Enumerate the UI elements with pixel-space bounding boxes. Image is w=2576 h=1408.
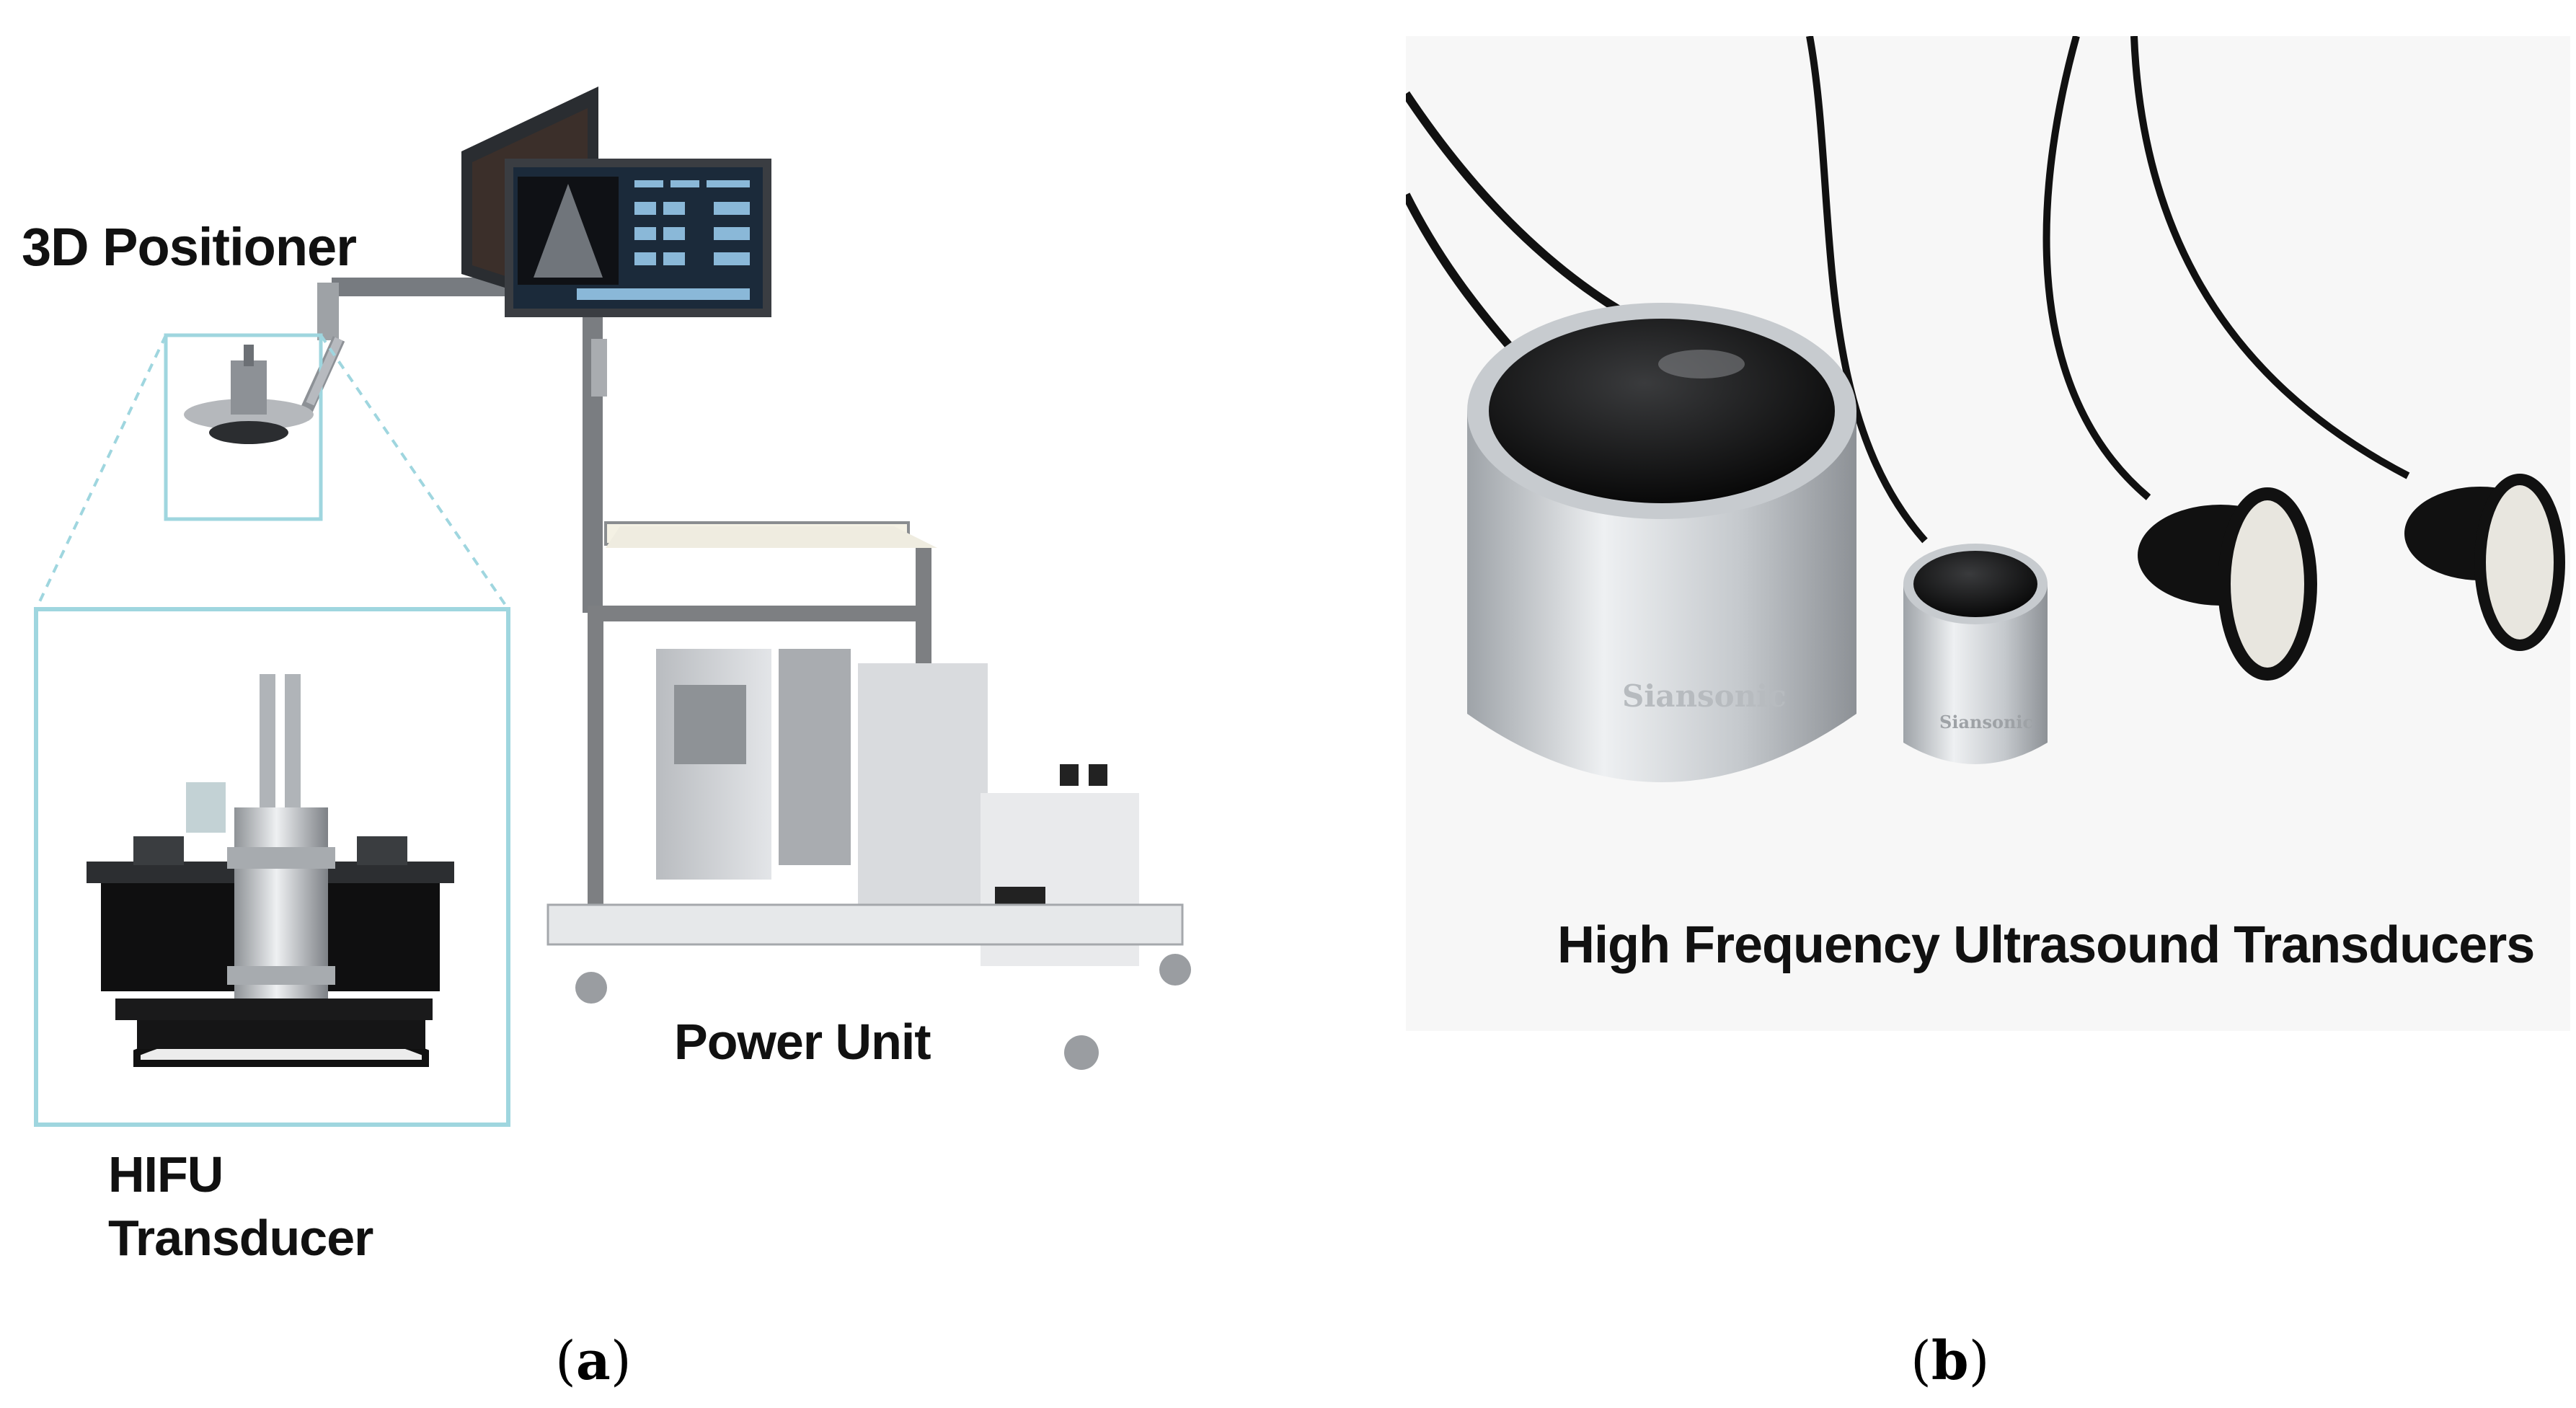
caption-b: (b) xyxy=(1911,1330,1990,1392)
transducer-large: Siansonic xyxy=(1467,303,1856,782)
callout-small-frame xyxy=(164,333,323,521)
transducer-small: Siansonic xyxy=(1903,544,2048,764)
cable-medium-2 xyxy=(2130,36,2410,479)
caption-b-close: ) xyxy=(1968,1330,1990,1392)
caption-b-open: ( xyxy=(1911,1330,1931,1392)
panel-a-hifu-system: 3D Positioner Power Unit HIFU Transducer xyxy=(0,0,1233,1319)
transducer-black-1 xyxy=(2138,487,2317,681)
brand-large: Siansonic xyxy=(1622,678,1787,714)
panel-b-hf-transducers: Siansonic Siansonic High Frequency Ultra… xyxy=(1406,36,2570,1031)
caption-a-letter: a xyxy=(575,1330,611,1392)
caption-a-close: ) xyxy=(610,1330,632,1392)
caption-a: (a) xyxy=(555,1330,632,1392)
power-unit-cart xyxy=(546,521,1191,1070)
label-hifu-line1: HIFU xyxy=(108,1146,223,1203)
label-power-unit: Power Unit xyxy=(674,1014,931,1070)
brand-small: Siansonic xyxy=(1939,712,2033,732)
caption-a-open: ( xyxy=(555,1330,576,1392)
hf-transducers-photo: Siansonic Siansonic xyxy=(1406,36,2570,1031)
label-hifu-transducer: HIFU Transducer xyxy=(108,1143,373,1270)
monitor-right xyxy=(505,159,771,317)
hifu-system-illustration xyxy=(34,87,1191,1127)
cable-small xyxy=(1806,36,1928,544)
hifu-transducer-cross-section xyxy=(87,674,454,1067)
label-hifu-line2: Transducer xyxy=(108,1210,373,1266)
positioner-thumbnail xyxy=(184,337,343,444)
cable-medium-1 xyxy=(2042,36,2151,500)
label-hf-transducers: High Frequency Ultrasound Transducers xyxy=(1557,916,2535,974)
transducer-black-2 xyxy=(2404,474,2565,651)
caption-b-letter: b xyxy=(1931,1330,1969,1392)
label-3d-positioner: 3D Positioner xyxy=(22,217,357,277)
